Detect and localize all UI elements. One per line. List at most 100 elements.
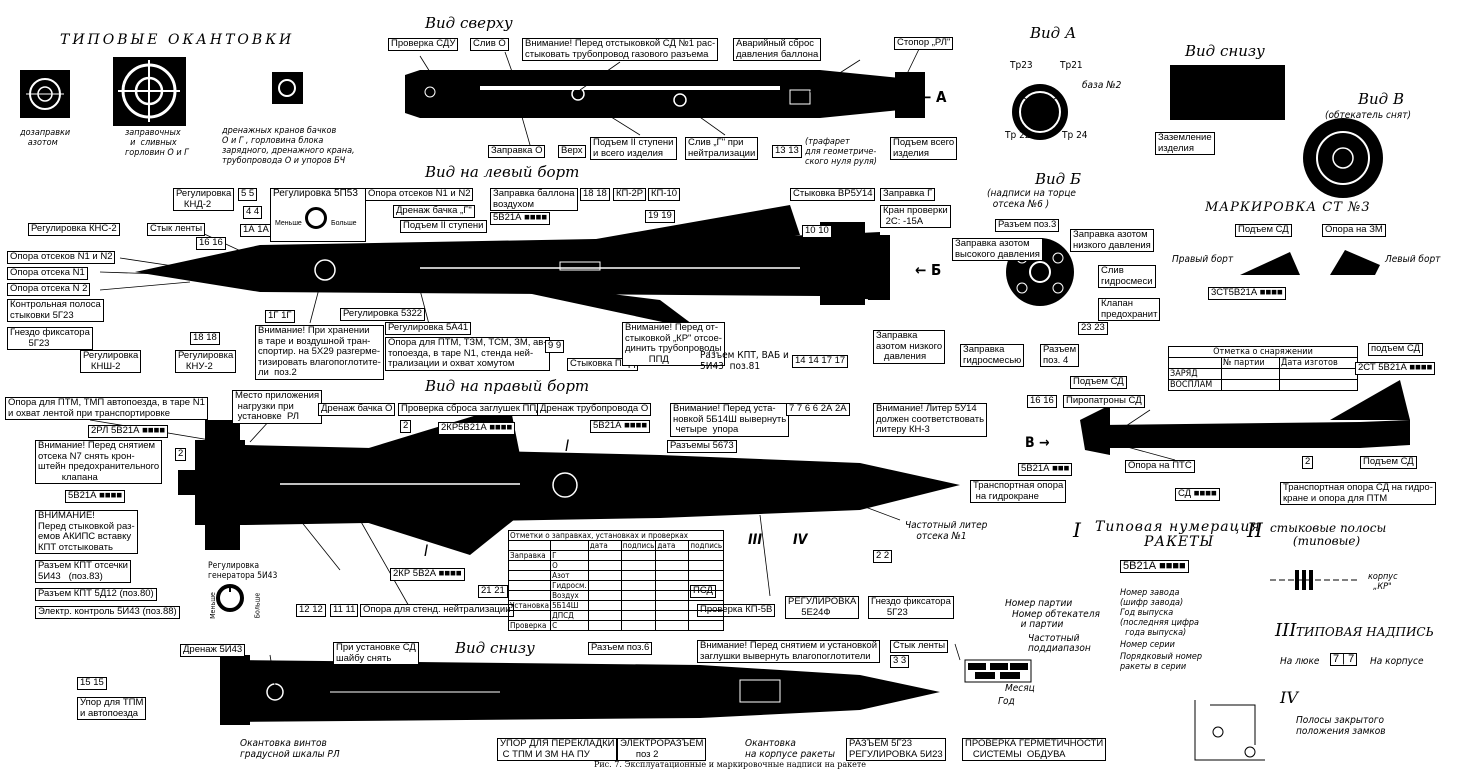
label-2rl: 2РЛ 5В21А ■■■■ bbox=[88, 425, 169, 438]
batch-marker bbox=[964, 659, 1032, 683]
label-3ct: 3СТ5В21А ■■■■ bbox=[1208, 287, 1286, 300]
label-kran: Кран проверки 2С: -15А bbox=[880, 205, 951, 228]
view-bb-subtitle: (надписи на торце отсека №6 ) bbox=[987, 188, 1076, 210]
label-batch-3: Частотный поддиапазон bbox=[1028, 633, 1091, 654]
label-7766: 7 7 6 6 2А 2А bbox=[786, 403, 850, 416]
label-dren-5i43: Дренаж 5И43 bbox=[180, 644, 246, 657]
heading-view-bb: Вид Б bbox=[1035, 170, 1081, 188]
label-sliv-g: Слив „Г" при нейтрализации bbox=[685, 137, 759, 160]
label-sd-pod2: Подъем СД bbox=[1070, 376, 1127, 389]
label-zap-az-v: Заправка азотом высокого давления bbox=[952, 238, 1043, 261]
record-row: Гидросм. bbox=[550, 580, 589, 591]
label-5b21a-r: 5В21А ■■■■ bbox=[65, 490, 126, 503]
label-sd-2: 2 bbox=[1302, 456, 1314, 469]
record-row: 5Б14Ш bbox=[550, 600, 589, 611]
label-el-kontr: Электр. контроль 5И43 (поз.88) bbox=[35, 606, 180, 619]
marking-left-icon bbox=[1330, 250, 1380, 275]
view-b-drawing bbox=[1303, 118, 1383, 198]
heading-view-b: Вид В bbox=[1358, 90, 1404, 108]
label-pod2: Подъем II ступени и всего изделия bbox=[590, 137, 677, 160]
label-2-a: 2 bbox=[175, 448, 187, 461]
label-transp: Транспортная опора на гидрокране bbox=[970, 480, 1067, 503]
heading-numbering: Типовая нумерация РАКЕТЫ bbox=[1095, 519, 1261, 550]
strip-sample bbox=[1270, 570, 1360, 590]
label-knu2: Регулировка КНУ-2 bbox=[175, 350, 237, 373]
label-18: 18 18 bbox=[190, 332, 220, 345]
label-kns2: Регулировка КНС-2 bbox=[28, 223, 120, 236]
label-55: 5 5 bbox=[238, 188, 258, 201]
label-trafaret: (трафарет для геометриче- ского нуля рул… bbox=[805, 137, 877, 167]
label-sd-pod1: подъем СД bbox=[1368, 343, 1424, 356]
label-reg-gen: Регулировка генератора 5И43 bbox=[208, 561, 278, 581]
label-gen-more: Больше bbox=[253, 592, 262, 619]
label-raz5g: РАЗЪЕМ 5Г23 РЕГУЛИРОВКА 5И23 bbox=[846, 738, 946, 761]
label-pod2-s: Подъем II ступени bbox=[400, 220, 487, 233]
label-pri-ust: При установке СД шайбу снять bbox=[333, 642, 419, 665]
arrow-a: ← А bbox=[920, 88, 947, 106]
view-a-tr23: Тр23 bbox=[1010, 60, 1033, 71]
label-1g: 1Г 1Г bbox=[265, 310, 295, 323]
label-prov-g: ПРОВЕРКА ГЕРМЕТИЧНОСТИ СИСТЕМЫ ОБДУВА bbox=[962, 738, 1107, 761]
label-2kr: 2КР5В21А ■■■■ bbox=[438, 422, 516, 435]
label-op-stend: Опора для стенд. нейтрализации bbox=[360, 604, 514, 617]
label-99: 9 9 bbox=[545, 340, 565, 353]
label-raz6: Разъем поз.6 bbox=[588, 642, 653, 655]
label-raz-kpt-o: Разъем КПТ отсечки 5И43 (поз.83) bbox=[35, 560, 131, 583]
label-sd-pod3: Подъем СД bbox=[1360, 456, 1417, 469]
label-verh: Верх bbox=[558, 145, 586, 158]
missile-sd-side bbox=[1080, 380, 1410, 455]
label-right-board: Правый борт bbox=[1172, 254, 1234, 265]
heading-view-a: Вид А bbox=[1030, 24, 1077, 42]
view-a-drawing bbox=[1012, 84, 1068, 140]
label-mark-pod-sd: Подъем СД bbox=[1235, 224, 1292, 237]
label-warn-vl: Внимание! Перед снятием и установкой заг… bbox=[697, 640, 881, 663]
label-batch-2: Номер обтекателя и партии bbox=[1012, 609, 1100, 630]
label-12: 12 12 bbox=[296, 604, 326, 617]
label-zap-gidr: Заправка гидросмесью bbox=[960, 344, 1025, 367]
label-num-3: Номер серии bbox=[1120, 640, 1175, 650]
label-knsh2: Регулировка КНШ-2 bbox=[80, 350, 142, 373]
view-a-baza: база №2 bbox=[1082, 80, 1122, 91]
label-korpus: корпус „КР" bbox=[1368, 572, 1398, 592]
record-col: дата bbox=[655, 540, 690, 551]
record-title: Отметки о заправках, установках и провер… bbox=[507, 530, 725, 541]
roman-i: I bbox=[1073, 518, 1081, 542]
label-kontr: Контрольная полоса стыковки 5Г23 bbox=[7, 299, 104, 322]
record-table: Отметки о заправках, установках и провер… bbox=[507, 530, 725, 631]
label-5p53: Регулировка 5П53 bbox=[273, 188, 358, 199]
heading-typical-edging: ТИПОВЫЕ ОКАНТОВКИ bbox=[60, 32, 295, 48]
label-raz3: Разъем поз.3 bbox=[995, 219, 1060, 232]
label-body: На корпусе bbox=[1370, 656, 1424, 667]
label-zapr-g: Заправка Г bbox=[880, 188, 936, 201]
label-5a41: Регулировка 5А41 bbox=[385, 322, 472, 335]
label-raz-kpt5: Разъем КПТ 5Д12 (поз.80) bbox=[35, 588, 157, 601]
record-row bbox=[507, 560, 552, 571]
equip-row: ЗАРЯД bbox=[1168, 368, 1222, 380]
label-mesto: Место приложения нагрузки при установке … bbox=[232, 390, 323, 424]
caption-filler: заправочных и сливных горловин О и Г bbox=[125, 128, 189, 158]
heading-strips: стыковые полосы (типовые) bbox=[1270, 521, 1387, 548]
roman-iv-mark: IV bbox=[793, 532, 808, 548]
record-row: Установка bbox=[507, 600, 552, 611]
roman-ii: II bbox=[1247, 518, 1263, 542]
label-transp-sd: Транспортная опора СД на гидро- кране и … bbox=[1280, 482, 1436, 505]
label-pod-all: Подъем всего изделия bbox=[890, 137, 958, 160]
record-col: подпись bbox=[688, 540, 725, 551]
leader-lines bbox=[89, 46, 1176, 691]
label-styk-lenty-b: Стык ленты bbox=[890, 640, 949, 653]
equip-col: № партии bbox=[1221, 357, 1280, 369]
label-16: 16 16 bbox=[196, 237, 226, 250]
label-okantovka-v: Окантовка винтов градусной шкалы РЛ bbox=[240, 738, 340, 760]
label-kp10: КП-10 bbox=[648, 188, 681, 201]
record-row: Г bbox=[550, 550, 589, 561]
label-upor-tpm: Упор для ТПМ и автопоезда bbox=[77, 697, 147, 720]
record-col: дата bbox=[587, 540, 622, 551]
label-left-board: Левый борт bbox=[1385, 254, 1441, 265]
label-iv: Полосы закрытого положения замков bbox=[1296, 715, 1386, 737]
caption-drain: дренажных кранов бачков О и Г , горловин… bbox=[222, 126, 355, 166]
edging-icon-drain bbox=[272, 72, 303, 104]
label-num-2: Год выпуска (последняя цифра года выпуск… bbox=[1120, 608, 1200, 638]
bottom-view-small-drawing bbox=[1170, 65, 1285, 120]
label-chast: Частотный литер отсека №1 bbox=[905, 520, 988, 542]
